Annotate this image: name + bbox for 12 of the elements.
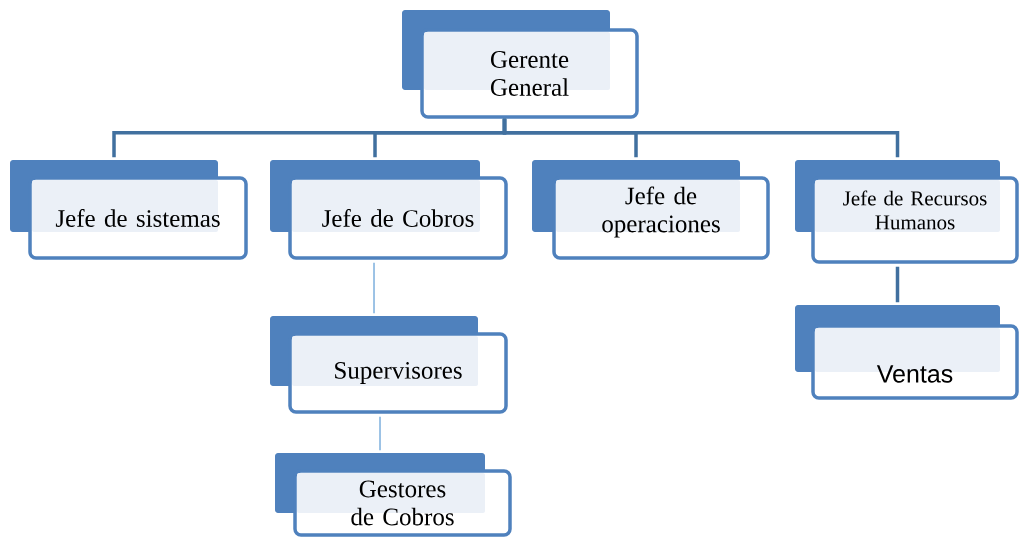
org-box: Jefe de operaciones	[532, 160, 770, 260]
org-box: Jefe de Cobros	[270, 160, 508, 260]
org-box: Jefe de Recursos Humanos	[795, 160, 1019, 264]
connector-line	[379, 416, 381, 451]
connector-line	[895, 266, 900, 303]
connector-line	[373, 262, 375, 314]
org-box: Jefe de sistemas	[10, 160, 248, 260]
org-box: Ventas	[795, 305, 1019, 400]
connector-line	[502, 118, 900, 158]
org-box: Gerente General	[402, 10, 639, 119]
org-box: Gestores de Cobros	[275, 453, 512, 537]
org-box: Supervisores	[270, 316, 508, 414]
